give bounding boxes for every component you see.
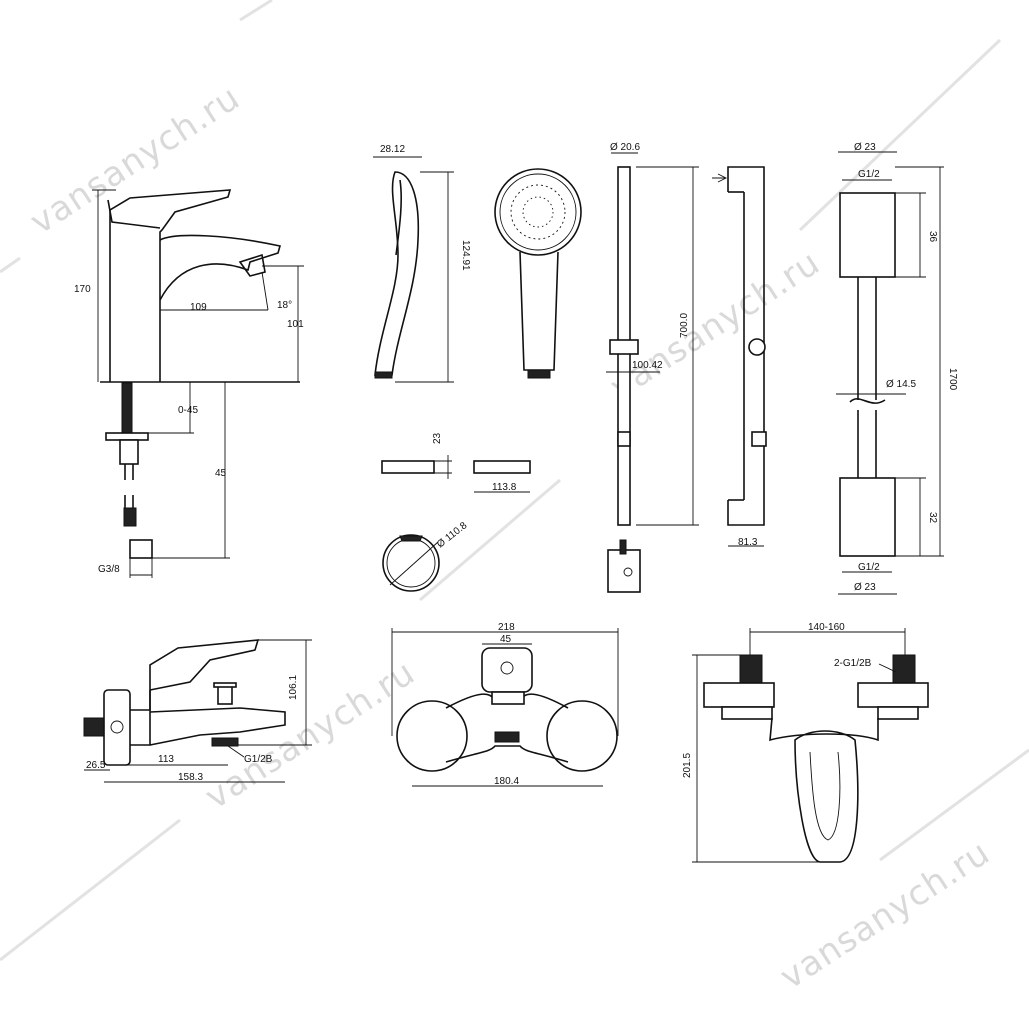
dim-front-total: 218	[498, 622, 515, 633]
dim-faucet-height: 170	[74, 284, 91, 295]
dim-rail-diameter: Ø 20.6	[610, 142, 640, 153]
dim-shower-centers: 140-160	[808, 622, 845, 633]
dim-part-height: 23	[432, 432, 443, 444]
dim-faucet-spout-height: 101	[287, 319, 304, 330]
shower-hose-drawing: Ø 23 G1/2 36 1700 Ø 14.5 32 G1/2 Ø 23	[836, 142, 958, 595]
slide-rail-front-drawing: Ø 20.6 100.42 700.0	[606, 142, 699, 593]
dim-handshower-length: 124.91	[460, 240, 471, 271]
dim-hose-diam-mid: Ø 14.5	[886, 379, 916, 390]
handshower-side-drawing: 28.12 124.91	[373, 144, 471, 383]
dim-faucet-counter: 0-45	[178, 405, 198, 416]
dim-ring-diameter: Ø 110.8	[435, 520, 470, 550]
bath-mixer-front-drawing: 218 45 180.4	[391, 622, 619, 787]
bath-mixer-drawing: 106.1 26.5 113 158.3 G1/2B	[83, 639, 312, 783]
watermark-text: vansanych.ru	[198, 653, 422, 818]
slide-rail-side-drawing: 81.3	[712, 166, 767, 548]
dim-hose-nut-bottom: 32	[927, 512, 938, 524]
dim-faucet-thread: G3/8	[98, 564, 120, 575]
dim-rail-offset: 81.3	[738, 537, 758, 548]
dim-bath-offset: 26.5	[86, 760, 106, 771]
dim-bath-thread: G1/2B	[244, 754, 273, 765]
dim-bath-reach: 113	[158, 754, 174, 765]
handshower-front-drawing	[494, 168, 582, 379]
dim-front-handle: 45	[500, 634, 512, 645]
watermark-text: vansanych.ru	[23, 78, 247, 243]
dim-shower-height: 201.5	[682, 753, 693, 778]
dim-rail-holder: 100.42	[632, 360, 663, 371]
basin-faucet-drawing: 170 109 18° 101 0-45 45 G3/8	[74, 189, 304, 578]
dim-hose-nut-top: 36	[927, 231, 938, 243]
dim-hose-length: 1700	[947, 368, 958, 391]
dim-shower-thread: 2-G1/2B	[834, 658, 872, 669]
dim-hose-diam-bottom: Ø 23	[854, 582, 876, 593]
dim-bath-height: 106.1	[288, 675, 299, 700]
dim-hose-thread-top: G1/2	[858, 169, 880, 180]
watermark-text: vansanych.ru	[603, 243, 827, 408]
dim-front-centers: 180.4	[494, 776, 519, 787]
dim-hose-diam-top: Ø 23	[854, 142, 876, 153]
shower-mixer-drawing: 140-160 2-G1/2B 201.5	[682, 622, 929, 863]
dim-rail-length: 700.0	[679, 313, 690, 338]
dim-bath-length: 158.3	[178, 772, 203, 783]
dim-hose-thread-bottom: G1/2	[858, 562, 880, 573]
dim-faucet-hose: 45	[215, 468, 227, 479]
dim-handshower-width: 28.12	[380, 144, 405, 155]
dim-faucet-spout-reach: 109	[190, 302, 207, 313]
dim-faucet-angle: 18°	[277, 300, 292, 311]
dim-part-width: 113.8	[492, 482, 517, 493]
